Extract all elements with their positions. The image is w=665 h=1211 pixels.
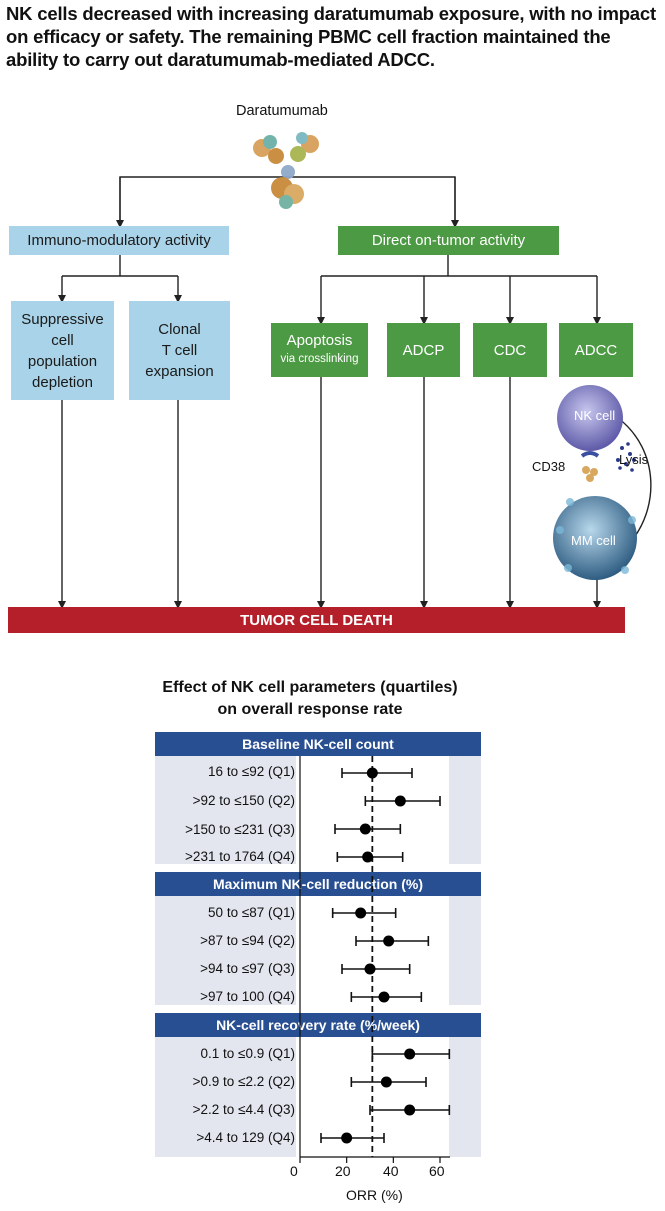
- row-label: >0.9 to ≤2.2 (Q2): [192, 1074, 295, 1089]
- clonal-line-3: expansion: [145, 363, 214, 380]
- suppressive-line-4: depletion: [32, 373, 93, 391]
- point-estimate: [378, 991, 390, 1003]
- adcc-box: ADCC: [559, 323, 633, 377]
- nk-cell-label: NK cell: [574, 408, 616, 423]
- row-label: 0.1 to ≤0.9 (Q1): [200, 1046, 295, 1061]
- point-estimate: [394, 795, 406, 807]
- point-estimate: [362, 851, 374, 863]
- headline: NK cells decreased with increasing darat…: [6, 3, 656, 70]
- row-label: >97 to 100 (Q4): [200, 989, 295, 1004]
- row-label: >87 to ≤94 (Q2): [200, 933, 295, 948]
- group-header-reduction: Maximum NK-cell reduction (%): [155, 872, 481, 896]
- row-label: >92 to ≤150 (Q2): [192, 793, 295, 808]
- lysis-label: Lysis: [619, 452, 649, 467]
- x-axis-label: ORR (%): [346, 1187, 403, 1203]
- x-tick-label: 20: [335, 1163, 351, 1179]
- row-label: >2.2 to ≤4.4 (Q3): [192, 1102, 295, 1117]
- tumor-cell-death-bar: TUMOR CELL DEATH: [8, 607, 625, 633]
- immuno-box: Immuno-modulatory activity: [9, 226, 229, 255]
- mm-cell-icon: [553, 496, 637, 580]
- row-label: 16 to ≤92 (Q1): [208, 764, 295, 779]
- antibody-icon: [253, 132, 319, 209]
- apoptosis-sublabel: via crosslinking: [280, 353, 359, 365]
- clonal-line-1: Clonal: [158, 321, 201, 338]
- point-estimate: [341, 1132, 353, 1144]
- group-header-recovery: NK-cell recovery rate (%/week): [155, 1013, 481, 1037]
- row-label: >4.4 to 129 (Q4): [196, 1130, 295, 1145]
- drug-label: Daratumumab: [236, 103, 328, 119]
- point-estimate: [383, 935, 395, 947]
- forest-title: Effect of NK cell parameters (quartiles)…: [120, 677, 500, 721]
- nk-cell-icon: [557, 385, 623, 451]
- row-label: >94 to ≤97 (Q3): [200, 961, 295, 976]
- point-estimate: [355, 907, 367, 919]
- suppressive-line-3: population: [27, 352, 98, 370]
- clonal-line-2: T cell: [161, 342, 198, 359]
- adcp-box: ADCP: [387, 323, 460, 377]
- cd38-label: CD38: [532, 459, 566, 474]
- point-estimate: [366, 767, 378, 779]
- x-tick-label: 40: [383, 1163, 399, 1179]
- row-label: >231 to 1764 (Q4): [185, 849, 295, 864]
- mm-cell-label: MM cell: [571, 533, 616, 548]
- point-estimate: [380, 1076, 392, 1088]
- clonal-box: Clonal T cell expansion: [129, 301, 230, 400]
- forest-title-line-2: on overall response rate: [217, 701, 403, 718]
- group-header-baseline: Baseline NK-cell count: [155, 732, 481, 756]
- point-estimate: [359, 823, 371, 835]
- cdc-box: CDC: [473, 323, 547, 377]
- direct-box: Direct on-tumor activity: [338, 226, 559, 255]
- apoptosis-box: Apoptosis via crosslinking: [271, 323, 368, 377]
- suppressive-line-2: cell: [51, 331, 74, 349]
- point-estimate: [364, 963, 376, 975]
- forest-title-line-1: Effect of NK cell parameters (quartiles): [162, 679, 458, 696]
- apoptosis-label: Apoptosis: [286, 332, 353, 349]
- suppressive-box: Suppressive cell population depletion: [11, 301, 114, 400]
- adcc-illustration: [553, 385, 637, 580]
- x-tick-label: 0: [290, 1163, 298, 1179]
- row-label: 50 to ≤87 (Q1): [208, 905, 295, 920]
- suppressive-line-1: Suppressive: [21, 310, 104, 328]
- point-estimate: [404, 1104, 416, 1116]
- x-tick-label: 60: [429, 1163, 445, 1179]
- point-estimate: [404, 1048, 416, 1060]
- row-label: >150 to ≤231 (Q3): [185, 822, 295, 837]
